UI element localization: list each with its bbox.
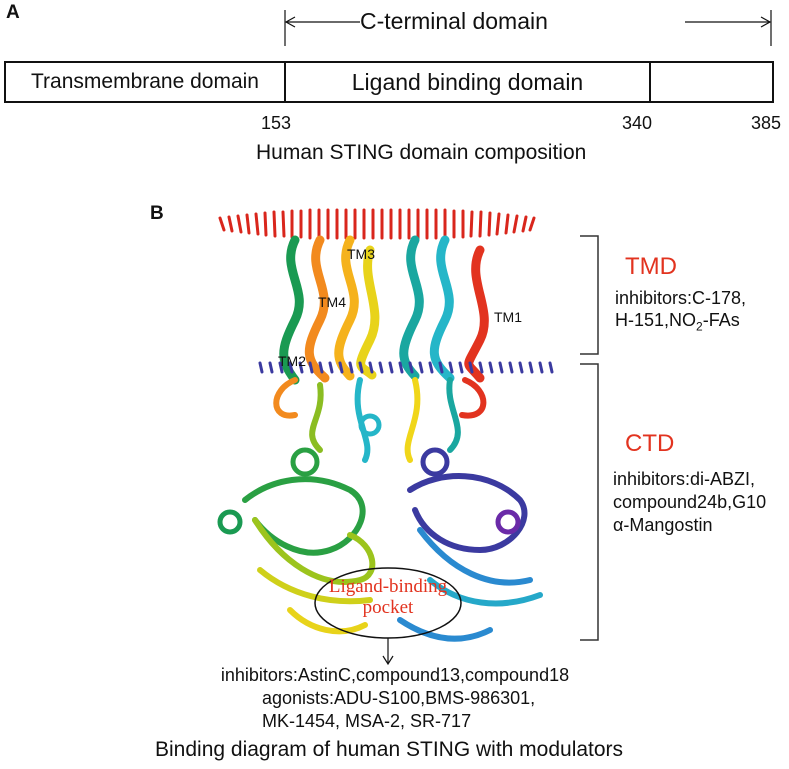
position-385: 385	[751, 113, 782, 133]
tmd-inhibitors: inhibitors:C-178, H-151,NO2-FAs	[615, 287, 746, 338]
transmembrane-domain-label: Transmembrane domain	[31, 70, 259, 93]
ligand-binding-pocket-label: Ligand-binding pocket	[312, 576, 464, 618]
transmembrane-domain-box: Transmembrane domain	[4, 61, 286, 103]
c-terminal-domain-label: C-terminal domain	[360, 8, 548, 34]
tmd-inhib-2-post: -FAs	[702, 310, 740, 330]
ctd-helices	[217, 413, 521, 535]
ligand-binding-pocket-ellipse	[314, 567, 462, 666]
domain-brackets	[580, 235, 599, 641]
pocket-agonists-line-2: MK-1454, MSA-2, SR-717	[262, 711, 472, 731]
panel-b-label: B	[150, 203, 164, 224]
ctd-inhibitors-line-2: compound24b,G10	[613, 492, 767, 512]
panel-a-label: A	[6, 2, 20, 23]
panel-a-caption: Human STING domain composition	[256, 141, 587, 164]
tm3-label: TM3	[347, 246, 375, 262]
c-terminal-span-arrow	[284, 10, 772, 46]
ctd-inhibitors-line-3: α-Mangostin	[613, 515, 713, 535]
pocket-modulators: inhibitors:AstinC,compound13,compound18 …	[170, 664, 620, 733]
ctd-title: CTD	[625, 430, 675, 457]
tmd-inhibitors-line-1: inhibitors:C-178,	[615, 288, 747, 308]
ctd-inhibitors-line-1: inhibitors:di-ABZI,	[613, 469, 756, 489]
tmd-bracket	[580, 235, 599, 355]
ligand-binding-domain-box: Ligand binding domain	[284, 61, 651, 103]
sting-structure-illustration	[217, 208, 554, 642]
transmembrane-helices	[279, 235, 489, 385]
position-153: 153	[261, 113, 292, 133]
pocket-label-line-1: Ligand-binding	[328, 576, 448, 597]
tmd-inhibitors-line-2: H-151,NO2-FAs	[615, 309, 746, 338]
tmd-title: TMD	[625, 253, 677, 280]
tm2-label: TM2	[278, 353, 306, 369]
c-terminal-domain-ribbons	[242, 377, 543, 642]
tm1-label: TM1	[494, 309, 522, 325]
panel-b-caption: Binding diagram of human STING with modu…	[155, 738, 624, 761]
ctd-inhibitors: inhibitors:di-ABZI, compound24b,G10 α-Ma…	[613, 468, 766, 537]
c-terminal-tail-box	[649, 61, 774, 103]
ligand-binding-domain-label: Ligand binding domain	[351, 68, 584, 95]
tmd-inhib-2-pre: H-151,NO	[615, 310, 697, 330]
pocket-agonists-line-1: agonists:ADU-S100,BMS-986301,	[262, 688, 536, 708]
position-340: 340	[622, 113, 653, 133]
membrane-top-layer	[218, 208, 536, 240]
tmd-inhib-2-sub: 2	[696, 319, 703, 334]
tm4-label: TM4	[318, 294, 346, 310]
membrane-bottom-layer	[258, 361, 554, 374]
ctd-bracket	[580, 363, 599, 641]
pocket-inhibitors-line: inhibitors:AstinC,compound13,compound18	[220, 665, 570, 685]
pocket-label-line-2: pocket	[362, 597, 414, 618]
